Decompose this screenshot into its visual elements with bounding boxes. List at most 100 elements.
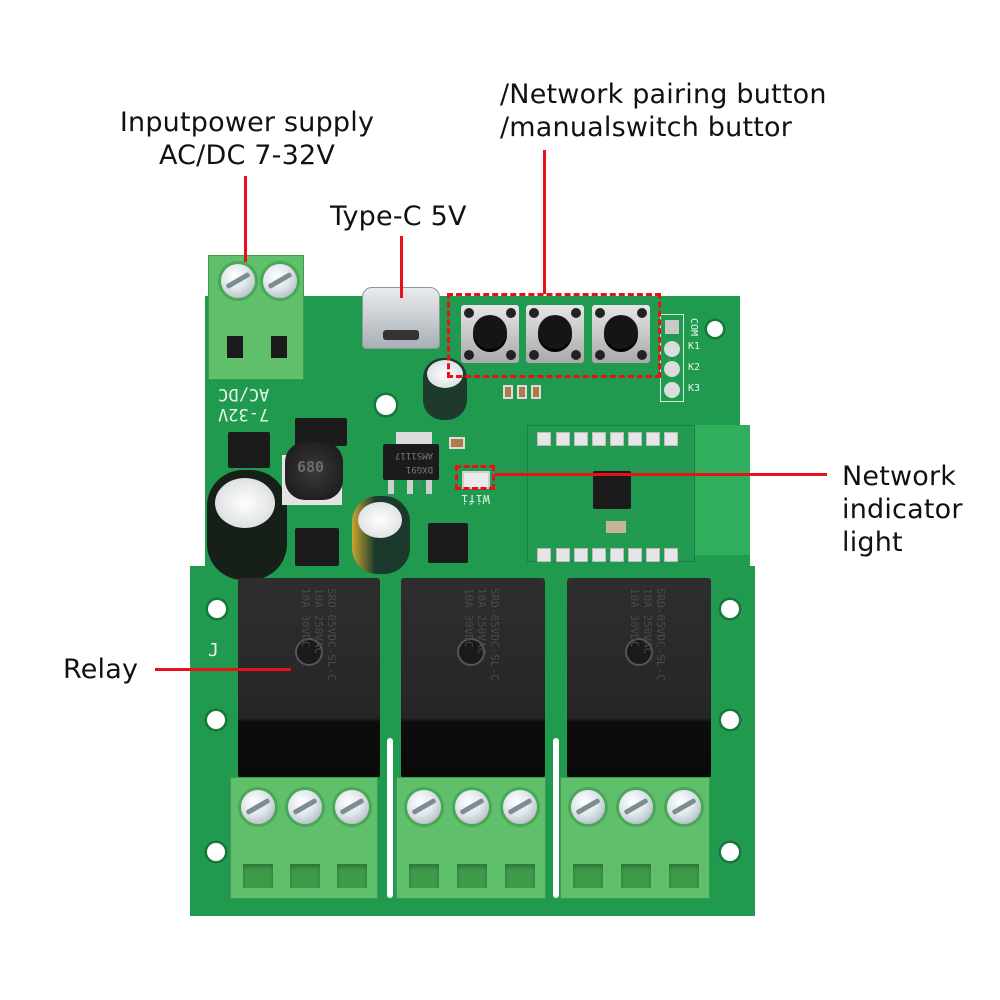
wire-slot[interactable] xyxy=(409,864,439,888)
module-pad xyxy=(664,432,678,446)
terminal-screw-icon[interactable] xyxy=(455,790,489,824)
terminal-screw-icon[interactable] xyxy=(571,790,605,824)
relay-marker-icon xyxy=(459,640,483,664)
relay-text-line: 10A 250VAC xyxy=(475,588,488,655)
divider xyxy=(387,738,393,898)
power-input-pointer xyxy=(244,176,247,262)
network-led-highlight-box xyxy=(455,465,495,490)
module-pad xyxy=(537,548,551,562)
terminal-screw-icon[interactable] xyxy=(241,790,275,824)
terminal-screw-icon[interactable] xyxy=(619,790,653,824)
pin-pad[interactable] xyxy=(664,382,680,398)
module-pad xyxy=(574,548,588,562)
terminal-screw-icon[interactable] xyxy=(503,790,537,824)
usb-port-opening xyxy=(383,330,419,340)
pin-label-k2: K2 xyxy=(688,362,701,373)
relay-3-text: SRD-05VDC-SL-C 10A 250VAC 10A 30VDC xyxy=(628,588,667,681)
button-cap[interactable] xyxy=(604,315,638,349)
buttons-label-line1: /Network pairing button xyxy=(500,79,827,110)
power-input-label-line2: AC/DC 7-32V xyxy=(158,140,336,171)
module-pad xyxy=(628,548,642,562)
relay-text-line: SRD-05VDC-SL-C xyxy=(488,588,501,681)
relay-1-terminal-block[interactable] xyxy=(230,777,378,899)
button-cap[interactable] xyxy=(473,315,507,349)
terminal-screw-icon[interactable] xyxy=(221,264,255,298)
wire-slot[interactable] xyxy=(669,864,699,888)
smd-resistor xyxy=(531,385,541,399)
power-terminal-block[interactable] xyxy=(208,255,304,380)
button-corner xyxy=(595,308,605,318)
wire-slot[interactable] xyxy=(243,864,273,888)
button-corner xyxy=(637,308,647,318)
buttons-pointer xyxy=(543,150,546,294)
relay-marker-icon xyxy=(297,640,321,664)
relay-1: SRD-05VDC-SL-C 10A 250VAC 10A 30VDC xyxy=(238,578,380,778)
pin-label-k1: K1 xyxy=(688,341,701,352)
button-corner xyxy=(464,350,474,360)
wire-slot[interactable] xyxy=(573,864,603,888)
inductor-code: 680 xyxy=(297,458,325,476)
terminal-screw-icon[interactable] xyxy=(288,790,322,824)
wire-slot[interactable] xyxy=(505,864,535,888)
button-corner xyxy=(637,350,647,360)
pin-label-k3: K3 xyxy=(688,383,701,394)
type-c-pointer xyxy=(400,236,403,298)
buttons-highlight-box xyxy=(447,293,661,378)
button-corner xyxy=(464,308,474,318)
relay-marker-icon xyxy=(627,640,651,664)
terminal-screw-icon[interactable] xyxy=(263,264,297,298)
driver-ic-1 xyxy=(295,528,339,566)
module-pad xyxy=(628,432,642,446)
button-corner xyxy=(595,350,605,360)
relay-2-terminal-block[interactable] xyxy=(396,777,546,899)
divider xyxy=(553,738,559,898)
regulator-pin xyxy=(426,480,432,494)
network-indicator-label: Network indicator light xyxy=(842,460,963,559)
wire-slot[interactable] xyxy=(621,864,651,888)
capacitor-top xyxy=(427,360,463,388)
button-corner xyxy=(529,350,539,360)
terminal-screw-icon[interactable] xyxy=(667,790,701,824)
relay-2: SRD-05VDC-SL-C 10A 250VAC 10A 30VDC xyxy=(401,578,545,778)
wire-slot[interactable] xyxy=(457,864,487,888)
tact-button-3[interactable] xyxy=(592,305,650,363)
module-pad xyxy=(537,432,551,446)
terminal-screw-icon[interactable] xyxy=(407,790,441,824)
pin-pad[interactable] xyxy=(664,361,680,377)
pin-pad[interactable] xyxy=(665,320,679,334)
relay-3-terminal-block[interactable] xyxy=(560,777,710,899)
tact-button-1[interactable] xyxy=(461,305,519,363)
regulator-pin xyxy=(407,480,413,494)
wire-slot[interactable] xyxy=(290,864,320,888)
relay-text-line: SRD-05VDC-SL-C xyxy=(654,588,667,681)
terminal-screw-icon[interactable] xyxy=(335,790,369,824)
button-cap[interactable] xyxy=(538,315,572,349)
button-corner xyxy=(571,308,581,318)
voltage-regulator: AMS1117 3.3 DXG91 xyxy=(383,444,439,488)
large-electrolytic-capacitor xyxy=(207,470,287,580)
module-pad xyxy=(592,432,606,446)
mounting-hole xyxy=(704,318,726,340)
relay-text-line: SRD-05VDC-SL-C xyxy=(325,588,338,681)
smd-resistor xyxy=(503,385,513,399)
module-pad xyxy=(664,548,678,562)
capacitor-top xyxy=(215,478,275,528)
tact-button-2[interactable] xyxy=(526,305,584,363)
module-pad xyxy=(610,432,624,446)
network-indicator-label-line3: light xyxy=(842,527,903,558)
mounting-hole xyxy=(205,597,229,621)
regulator-tab xyxy=(396,432,432,446)
relay-text-line: 10A 250VAC xyxy=(641,588,654,655)
button-corner xyxy=(506,308,516,318)
terminal-wire-slot xyxy=(227,336,243,358)
terminal-wire-slot xyxy=(271,336,287,358)
mounting-hole xyxy=(718,840,742,864)
module-pad xyxy=(610,548,624,562)
wifi-antenna-area xyxy=(690,425,750,555)
type-c-label: Type-C 5V xyxy=(330,201,467,232)
power-input-label: Inputpower supply AC/DC 7-32V xyxy=(112,106,382,172)
pin-pad[interactable] xyxy=(664,341,680,357)
wire-slot[interactable] xyxy=(337,864,367,888)
button-corner xyxy=(529,308,539,318)
power-inductor: 680 xyxy=(285,442,343,500)
